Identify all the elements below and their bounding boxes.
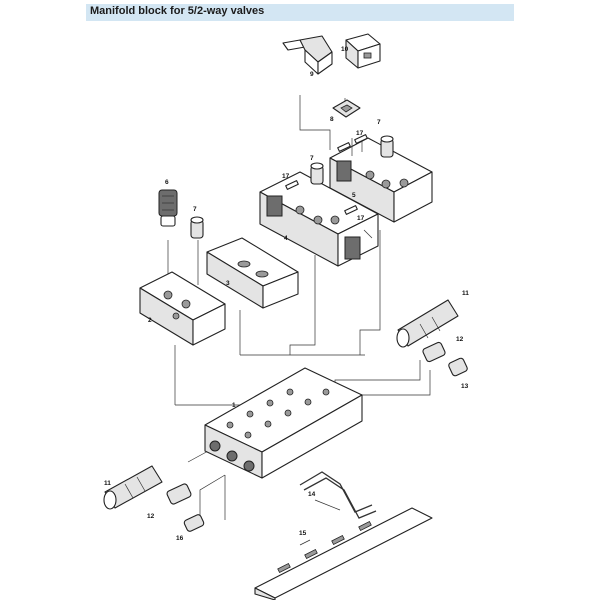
mounting-clip-14 bbox=[299, 471, 377, 519]
plug-socket-10 bbox=[345, 33, 381, 69]
callout-16: 16 bbox=[176, 535, 184, 542]
subbase-2 bbox=[139, 271, 226, 346]
callout-12-right: 12 bbox=[456, 336, 464, 343]
callout-14: 14 bbox=[308, 491, 316, 498]
callout-1: 1 bbox=[232, 402, 236, 409]
callout-11-right: 11 bbox=[462, 290, 469, 297]
callout-17-a: 17 bbox=[282, 173, 290, 180]
callout-10: 10 bbox=[341, 46, 349, 53]
callout-15: 15 bbox=[299, 530, 307, 537]
section-header-bar: Manifold block for 5/2-way valves bbox=[86, 4, 514, 21]
callout-6: 6 bbox=[165, 179, 169, 186]
fitting-16-left bbox=[183, 514, 205, 532]
fitting-7-group bbox=[190, 135, 394, 239]
callout-12-left: 12 bbox=[147, 513, 155, 520]
fitting-12-right bbox=[422, 341, 446, 363]
silencer-6 bbox=[158, 189, 178, 227]
callout-5: 5 bbox=[352, 192, 356, 199]
seal-plate-8 bbox=[332, 99, 361, 118]
callout-labels: 1 2 3 4 5 6 7 7 7 8 9 10 11 11 12 12 13 … bbox=[104, 46, 469, 542]
seal-17-group bbox=[285, 134, 368, 215]
solenoid-pin-9 bbox=[282, 35, 333, 75]
callout-8: 8 bbox=[330, 116, 334, 123]
callout-17-b: 17 bbox=[357, 215, 365, 222]
subbase-3 bbox=[206, 237, 299, 309]
callout-7-a: 7 bbox=[193, 206, 197, 213]
din-rail-15 bbox=[254, 507, 433, 600]
callout-4: 4 bbox=[284, 235, 288, 242]
section-title: Manifold block for 5/2-way valves bbox=[90, 5, 265, 17]
callout-7-b: 7 bbox=[310, 155, 314, 162]
callout-7-c: 7 bbox=[377, 119, 381, 126]
callout-17-c: 17 bbox=[356, 130, 364, 137]
manifold-block-1 bbox=[204, 367, 363, 479]
valve-5 bbox=[329, 136, 433, 223]
plug-13-right bbox=[448, 357, 468, 377]
fitting-12-left bbox=[166, 483, 192, 505]
callout-9: 9 bbox=[310, 71, 314, 78]
callout-2: 2 bbox=[148, 317, 152, 324]
callout-11-left: 11 bbox=[104, 480, 111, 487]
silencer-11-right bbox=[396, 299, 459, 348]
callout-3: 3 bbox=[226, 280, 230, 287]
callout-13: 13 bbox=[461, 383, 469, 390]
silencer-11-left bbox=[103, 465, 163, 510]
